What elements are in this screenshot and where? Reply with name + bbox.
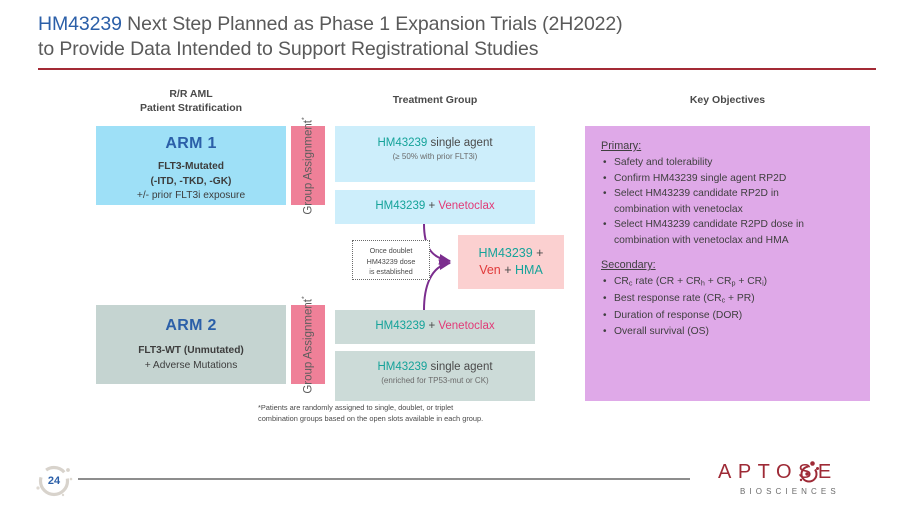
title-underline-rule: [38, 68, 876, 70]
crc-subscript-c: c: [628, 278, 633, 288]
logo-tagline: BIOSCIENCES: [740, 487, 840, 496]
column-header-objectives: Key Objectives: [689, 94, 766, 106]
plus-separator: +: [425, 200, 439, 212]
objective-secondary-item: Overall survival (OS): [601, 324, 854, 340]
arm-1-sub-2: (-ITD, -TKD, -GK): [150, 175, 232, 187]
drug-name-hm43239: HM43239: [377, 361, 428, 373]
page-number-value: 24: [47, 475, 61, 487]
crc-mid-2: + CR: [704, 276, 732, 287]
treatment-arm1-doublet: HM43239 + Venetoclax: [335, 190, 535, 224]
objective-secondary-best-response: Best response rate (CRc + PR): [601, 291, 854, 308]
page-number-badge: 24: [30, 461, 76, 501]
note-line-2: HM43239 dose: [366, 256, 416, 266]
arm-1-sub-3: +/- prior FLT3i exposure: [136, 190, 246, 201]
objective-primary-item: Select HM43239 candidate RP2D in: [601, 186, 854, 202]
doublet-dose-callout-note: Once doublet HM43239 dose is established: [352, 240, 430, 280]
arm-1-title: ARM 1: [165, 135, 217, 152]
objective-primary-item: Confirm HM43239 single agent RP2D: [601, 171, 854, 187]
page-title: HM43239 Next Step Planned as Phase 1 Exp…: [38, 12, 878, 62]
slide-footnote: *Patients are randomly assigned to singl…: [258, 402, 558, 424]
crc-subscript-h: h: [700, 278, 705, 288]
title-line-2: to Provide Data Intended to Support Regi…: [38, 38, 539, 60]
brr-subscript-c: c: [721, 295, 726, 305]
key-objectives-panel: Primary: Safety and tolerability Confirm…: [585, 126, 870, 401]
arm-1-group-assignment-label: Group Assignment*: [302, 117, 315, 214]
crc-subscript-p: p: [731, 278, 736, 288]
page-number-brush-ornament: [36, 465, 73, 497]
triplet-line-2: Ven + HMA: [458, 262, 564, 279]
objective-secondary-crc-rate: CRc rate (CR + CRh + CRp + CRi): [601, 274, 854, 291]
treatment-arm1-doublet-main: HM43239 + Venetoclax: [335, 199, 535, 214]
arm-2-group-assignment-bar: Group Assignment*: [291, 296, 325, 393]
footnote-line-1: *Patients are randomly assigned to singl…: [258, 403, 454, 412]
treatment-triplet-box: HM43239 + Ven + HMA: [458, 235, 564, 289]
drug-name-venetoclax: Venetoclax: [438, 320, 495, 332]
arm-2-group-assignment-label: Group Assignment*: [302, 296, 315, 393]
aptose-logo: APTOSE BIOSCIENCES: [718, 459, 878, 503]
treatment-arm2-single-rest: single agent: [427, 361, 493, 373]
footer-divider-rule: [78, 478, 690, 480]
plus-separator: +: [532, 246, 544, 260]
arm-1-assignment-asterisk: *: [301, 116, 309, 120]
arm-2-assignment-word-1: Group: [302, 361, 315, 394]
drug-name-hm43239: HM43239: [478, 246, 533, 260]
arm-2-assignment-word-2: Assignment: [302, 298, 315, 359]
crc-prefix: CR: [614, 276, 629, 287]
title-highlight-drug: HM43239: [38, 13, 122, 35]
arm-1-assignment-word-1: Group: [302, 182, 315, 215]
note-line-3: is established: [369, 267, 413, 276]
brr-prefix: Best response rate (CR: [614, 293, 722, 305]
plus-separator: +: [500, 263, 516, 277]
note-line-1: Once doublet: [369, 246, 413, 255]
arm-2-title: ARM 2: [165, 317, 217, 334]
crc-mid-3: + CR: [735, 276, 763, 287]
plus-separator: +: [425, 320, 439, 332]
footnote-line-2: combination groups based on the open slo…: [258, 414, 484, 423]
treatment-arm1-single-rest: single agent: [427, 137, 493, 149]
treatment-arm1-single-main: HM43239 single agent: [335, 136, 535, 151]
arm-2-sub-1: FLT3-WT (Unmutated): [138, 345, 244, 356]
objective-primary-item-continuation: combination with venetoclax and HMA: [614, 234, 789, 246]
stratification-header-line-1: R/R AML: [169, 88, 213, 100]
column-header-treatment: Treatment Group: [392, 94, 478, 106]
crc-mid-1: rate (CR + CR: [632, 276, 701, 287]
treatment-arm1-single-agent: HM43239 single agent (≥ 50% with prior F…: [335, 126, 535, 182]
stratification-header-line-2: Patient Stratification: [139, 101, 243, 114]
objective-primary-item: Select HM43239 candidate R2PD dose in: [601, 217, 854, 233]
treatment-arm2-doublet: HM43239 + Venetoclax: [335, 310, 535, 344]
crc-subscript-i: i: [762, 278, 764, 288]
drug-name-ven: Ven: [479, 263, 501, 277]
treatment-arm2-single-note: (enriched for TP53-mut or CK): [381, 376, 489, 385]
drug-name-hma: HMA: [515, 263, 543, 277]
drug-name-venetoclax: Venetoclax: [438, 200, 495, 212]
column-header-stratification: R/R AML Patient Stratification: [96, 88, 286, 115]
crc-end: ): [763, 276, 768, 287]
objectives-secondary-label: Secondary:: [601, 259, 656, 271]
logo-molecule-icon: [799, 461, 819, 483]
objectives-primary-label: Primary:: [601, 140, 642, 152]
brr-end: + PR): [725, 293, 755, 305]
objective-secondary-item: Duration of response (DOR): [601, 308, 854, 324]
triplet-line-1: HM43239 +: [458, 245, 564, 262]
objective-primary-item-continuation: combination with venetoclax: [614, 203, 743, 215]
arm-2-box: ARM 2 FLT3-WT (Unmutated) + Adverse Muta…: [96, 305, 286, 384]
drug-name-hm43239: HM43239: [375, 320, 426, 332]
treatment-arm2-single-main: HM43239 single agent: [335, 360, 535, 375]
arm-1-group-assignment-bar: Group Assignment*: [291, 117, 325, 214]
drug-name-hm43239: HM43239: [377, 137, 428, 149]
title-line-1: HM43239 Next Step Planned as Phase 1 Exp…: [38, 12, 878, 37]
treatment-arm2-single-agent: HM43239 single agent (enriched for TP53-…: [335, 351, 535, 401]
treatment-arm1-single-note: (≥ 50% with prior FLT3i): [392, 152, 478, 161]
treatment-arm2-doublet-main: HM43239 + Venetoclax: [335, 319, 535, 334]
drug-name-hm43239: HM43239: [375, 200, 426, 212]
arm-1-box: ARM 1 FLT3-Mutated (-ITD, -TKD, -GK) +/-…: [96, 126, 286, 205]
arm-2-sub-2: + Adverse Mutations: [144, 359, 238, 371]
objective-primary-item: Safety and tolerability: [601, 155, 854, 171]
arm-1-sub-1: FLT3-Mutated: [157, 161, 225, 172]
title-line-1-rest: Next Step Planned as Phase 1 Expansion T…: [121, 13, 623, 35]
arm-1-assignment-word-2: Assignment: [302, 119, 315, 180]
arm-2-assignment-asterisk: *: [301, 295, 309, 299]
